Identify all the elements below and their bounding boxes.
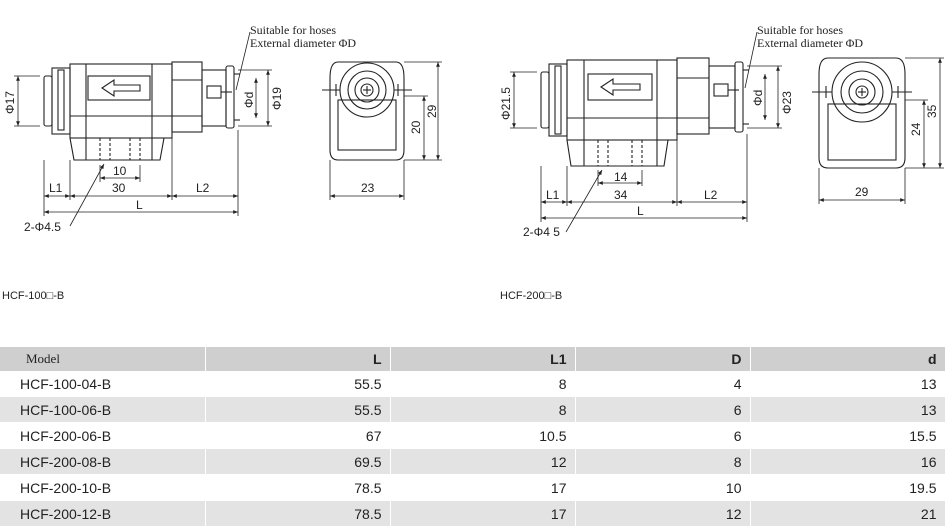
- cell-L1: 12: [390, 448, 576, 475]
- cell-L1: 17: [390, 500, 576, 527]
- dim-phid-right: Φd: [751, 90, 765, 106]
- cell-model: HCF-200-10-B: [0, 474, 206, 501]
- cell-L: 78.5: [205, 474, 391, 501]
- caption-hcf200: HCF-200□-B: [500, 290, 562, 302]
- cell-L1: 17: [390, 474, 576, 501]
- dim-23: 23: [361, 181, 375, 195]
- cell-d: 16: [750, 448, 945, 475]
- hose-note-line2-right: External diameter ΦD: [757, 36, 863, 50]
- cell-D: 6: [575, 422, 751, 449]
- cell-model: HCF-200-08-B: [0, 448, 206, 475]
- caption-hcf100: HCF-100□-B: [2, 290, 64, 302]
- dim-phi23: Φ23: [780, 91, 794, 114]
- dim-35: 35: [925, 104, 939, 118]
- header-L: L: [205, 347, 391, 371]
- cell-D: 8: [575, 448, 751, 475]
- hcf200-dimension-labels: Suitable for hoses External diameter ΦD …: [499, 23, 863, 239]
- dim-34: 34: [614, 188, 628, 202]
- cell-model: HCF-100-04-B: [0, 371, 206, 397]
- table-header-row: Model L L1 D d: [0, 347, 945, 371]
- cell-D: 6: [575, 396, 751, 423]
- dim-L: L: [136, 198, 143, 212]
- dim-20: 20: [409, 120, 423, 134]
- dim-L2: L2: [196, 181, 210, 195]
- dim-14: 14: [614, 170, 628, 184]
- hose-note-line1-right: Suitable for hoses: [757, 23, 843, 37]
- dim-10: 10: [113, 164, 127, 178]
- cell-D: 12: [575, 500, 751, 527]
- cell-L1: 8: [390, 396, 576, 423]
- hcf100-side-view: [43, 61, 240, 161]
- hcf200-end-view: [812, 57, 912, 169]
- header-model: Model: [0, 347, 206, 371]
- dim-24: 24: [909, 122, 923, 136]
- hose-note-line1: Suitable for hoses: [250, 23, 336, 37]
- dim-phi19: Φ19: [270, 87, 284, 110]
- dim-L2-right: L2: [704, 188, 718, 202]
- hcf100-dimension-labels: Suitable for hoses External diameter ΦD …: [3, 23, 356, 234]
- dim-29-right: 29: [855, 185, 869, 199]
- spec-table: Model L L1 D d HCF-100-04-B 55.5 8 4 13 …: [0, 347, 945, 527]
- cell-model: HCF-200-06-B: [0, 422, 206, 449]
- header-D: D: [575, 347, 751, 371]
- dim-phi21-5: Φ21.5: [499, 87, 513, 120]
- cell-D: 4: [575, 371, 751, 397]
- cell-L: 78.5: [205, 500, 391, 527]
- dim-29: 29: [425, 104, 439, 118]
- cell-model: HCF-200-12-B: [0, 500, 206, 527]
- table-row: HCF-200-06-B 67 10.5 6 15.5: [0, 422, 945, 449]
- cell-d: 13: [750, 396, 945, 423]
- dim-hole: 2-Φ4.5: [24, 220, 61, 234]
- cell-L: 55.5: [205, 371, 391, 397]
- cell-d: 19.5: [750, 474, 945, 501]
- hose-note-line2: External diameter ΦD: [250, 36, 356, 50]
- cell-L: 69.5: [205, 448, 391, 475]
- cell-L: 55.5: [205, 396, 391, 423]
- header-L1: L1: [390, 347, 576, 371]
- hcf100-end-view: [322, 61, 412, 161]
- cell-L1: 8: [390, 371, 576, 397]
- hcf100-end-labels: 20 29 23: [361, 104, 439, 195]
- cell-L: 67: [205, 422, 391, 449]
- dim-L1-right: L1: [546, 188, 560, 202]
- dim-30: 30: [112, 181, 126, 195]
- cell-d: 13: [750, 371, 945, 397]
- hcf200-end-labels: 24 35 29: [855, 104, 939, 199]
- table-row: HCF-200-08-B 69.5 12 8 16: [0, 448, 945, 475]
- cell-D: 10: [575, 474, 751, 501]
- hcf200-side-view: [540, 57, 749, 167]
- header-d: d: [750, 347, 945, 371]
- dim-phid: Φd: [242, 92, 256, 108]
- table-row: HCF-200-10-B 78.5 17 10 19.5: [0, 474, 945, 501]
- cell-model: HCF-100-06-B: [0, 396, 206, 423]
- dim-L-right: L: [637, 204, 644, 218]
- table-row: HCF-100-04-B 55.5 8 4 13: [0, 371, 945, 397]
- table-row: HCF-100-06-B 55.5 8 6 13: [0, 396, 945, 423]
- technical-drawing: Suitable for hoses External diameter ΦD …: [2, 23, 944, 302]
- table-row: HCF-200-12-B 78.5 17 12 21: [0, 500, 945, 527]
- cell-L1: 10.5: [390, 422, 576, 449]
- dim-hole-right: 2-Φ4 5: [523, 225, 560, 239]
- cell-d: 15.5: [750, 422, 945, 449]
- dim-phi17: Φ17: [3, 91, 17, 114]
- dim-L1: L1: [49, 181, 63, 195]
- cell-d: 21: [750, 500, 945, 527]
